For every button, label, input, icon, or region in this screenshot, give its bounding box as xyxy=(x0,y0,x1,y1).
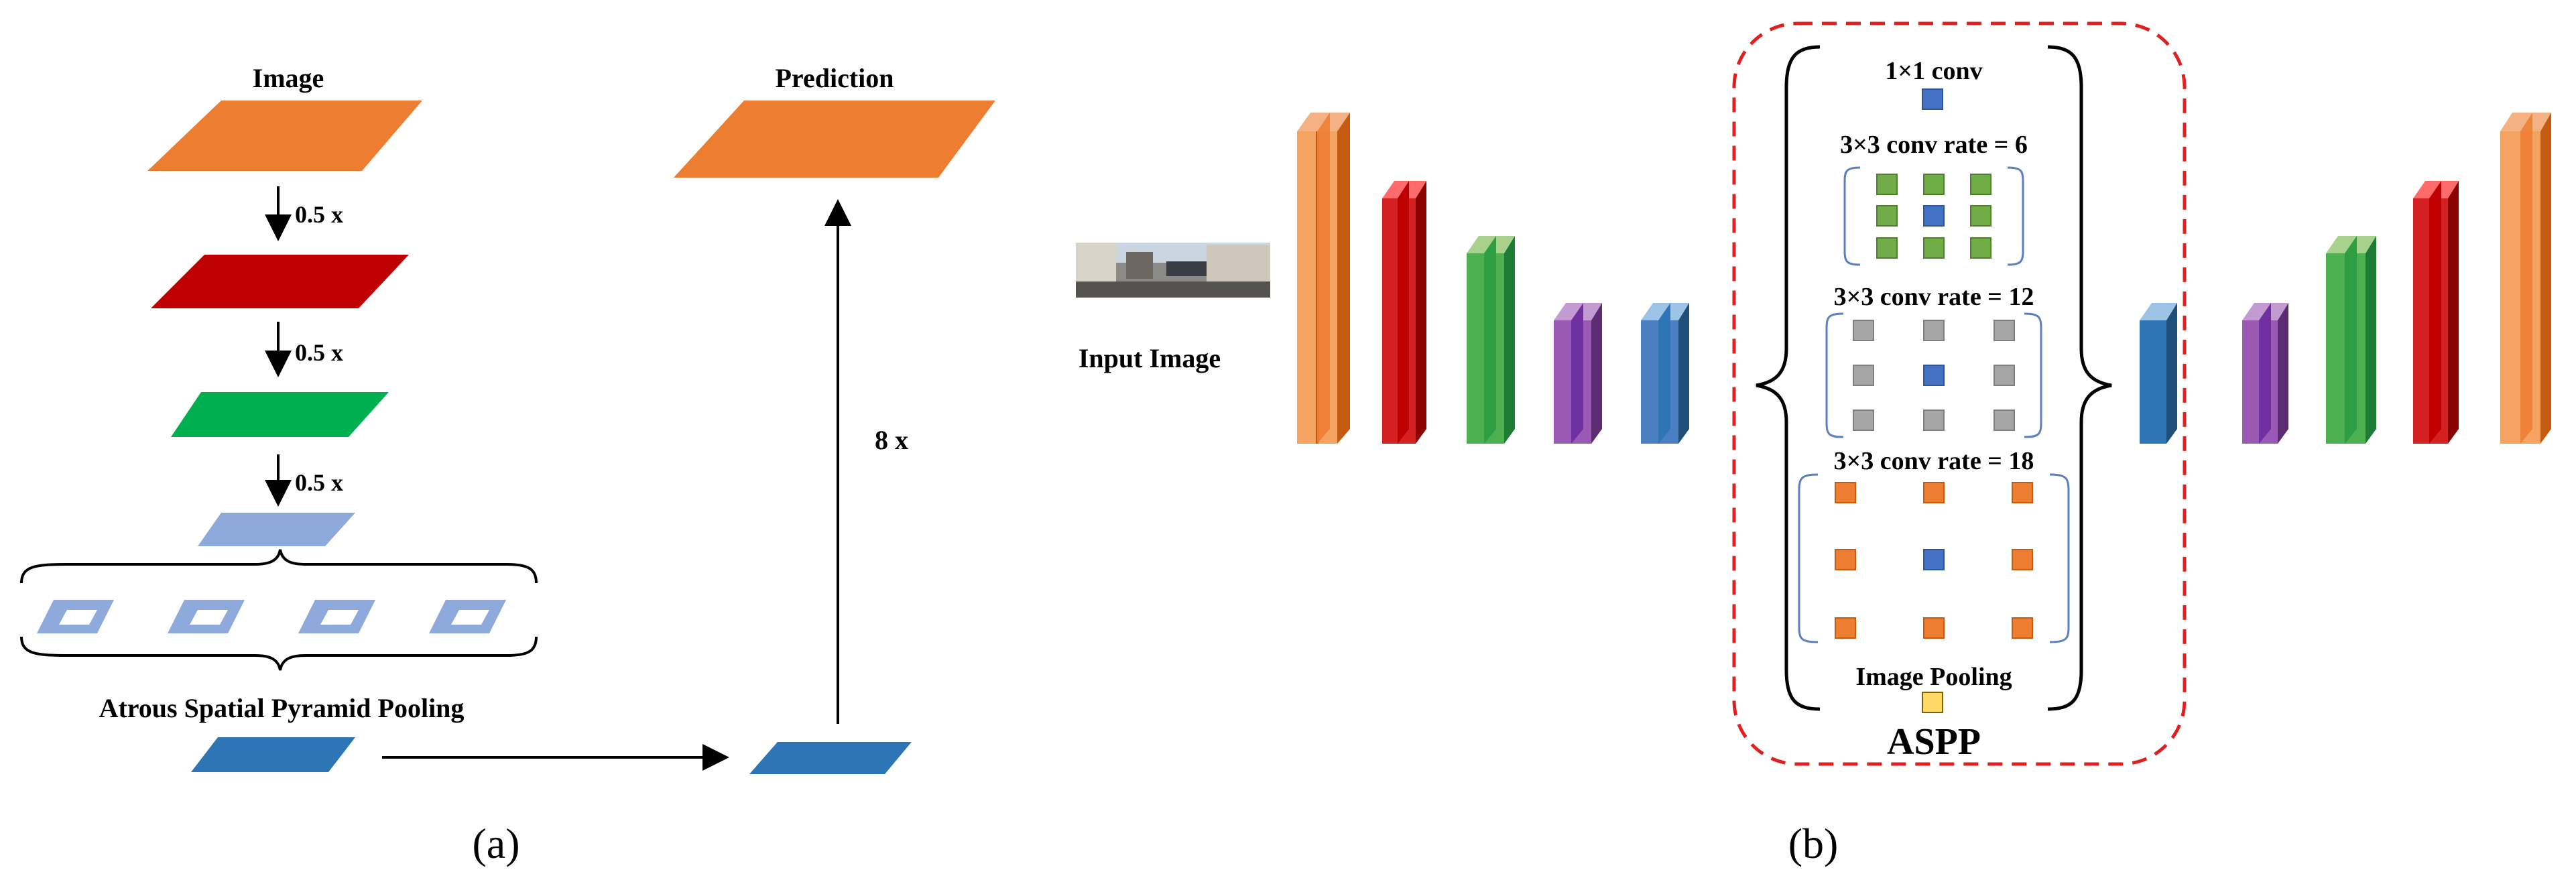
decoder-block-blue xyxy=(2140,303,2177,444)
aspp-dashed-box xyxy=(1732,21,2187,766)
rate12-bracket-right xyxy=(2024,312,2042,438)
downsample-label-2: 0.5 x xyxy=(295,339,343,366)
rate18-bracket-left xyxy=(1798,473,1819,643)
encoder-block-orange xyxy=(1297,113,1350,444)
panel-a: Image 0.5 x 0.5 x 0.5 x xyxy=(20,63,995,867)
decoder-block-purple xyxy=(2242,303,2288,444)
conv1x1-kernel xyxy=(1922,88,1943,110)
conv1x1-label: 1×1 conv xyxy=(1885,57,1982,85)
encoder-block-purple xyxy=(1554,303,1602,444)
image-plane xyxy=(147,101,422,171)
aspp-output-plane xyxy=(191,737,355,772)
rate18-bracket-right xyxy=(2049,473,2070,643)
encoder-block-blue xyxy=(1641,303,1689,444)
aspp-left-brace xyxy=(1756,45,1821,711)
upsample-label: 8 x xyxy=(875,425,908,455)
prediction-plane xyxy=(674,101,995,178)
aspp-branch-1 xyxy=(37,600,114,633)
aspp-right-brace xyxy=(2047,45,2112,711)
rate6-bracket-right xyxy=(2007,166,2024,266)
decoder-block-orange xyxy=(2500,113,2551,444)
prediction-input-plane xyxy=(749,742,912,774)
prediction-label: Prediction xyxy=(775,63,894,93)
encoder-block-red xyxy=(1382,181,1426,444)
feature-plane-light-blue xyxy=(198,513,355,546)
rate12-kernel-grid xyxy=(1853,320,2015,431)
aspp-label: Atrous Spatial Pyramid Pooling xyxy=(99,693,465,723)
rate18-label: 3×3 conv rate = 18 xyxy=(1834,447,2034,475)
rate6-bracket-left xyxy=(1843,166,1861,266)
input-image-label: Input Image xyxy=(1079,343,1221,373)
image-pooling-label: Image Pooling xyxy=(1855,663,2012,691)
image-label: Image xyxy=(253,63,324,93)
downsample-label-1: 0.5 x xyxy=(295,201,343,228)
feature-plane-red xyxy=(151,255,409,308)
caption-a: (a) xyxy=(472,820,519,867)
feature-plane-green xyxy=(171,392,389,437)
aspp-title: ASPP xyxy=(1887,721,1981,763)
decoder-block-green xyxy=(2326,236,2376,444)
downsample-label-3: 0.5 x xyxy=(295,469,343,496)
aspp-top-brace xyxy=(20,549,538,584)
rate18-kernel-grid xyxy=(1835,482,2033,639)
rate12-bracket-left xyxy=(1825,312,1844,438)
rate6-label: 3×3 conv rate = 6 xyxy=(1840,131,2028,159)
caption-b: (b) xyxy=(1788,820,1839,867)
aspp-bottom-brace xyxy=(20,636,538,671)
aspp-branch-2 xyxy=(168,600,245,633)
decoder-block-red xyxy=(2413,181,2459,444)
aspp-branch-4 xyxy=(429,600,506,633)
rate12-label: 3×3 conv rate = 12 xyxy=(1834,283,2034,311)
panel-b: Input Image xyxy=(1076,21,2551,867)
input-image-thumbnail xyxy=(1076,243,1270,298)
image-pooling-kernel xyxy=(1922,692,1943,713)
encoder-block-green xyxy=(1467,236,1515,444)
rate6-kernel-grid xyxy=(1876,174,1991,259)
aspp-branch-3 xyxy=(298,600,375,633)
